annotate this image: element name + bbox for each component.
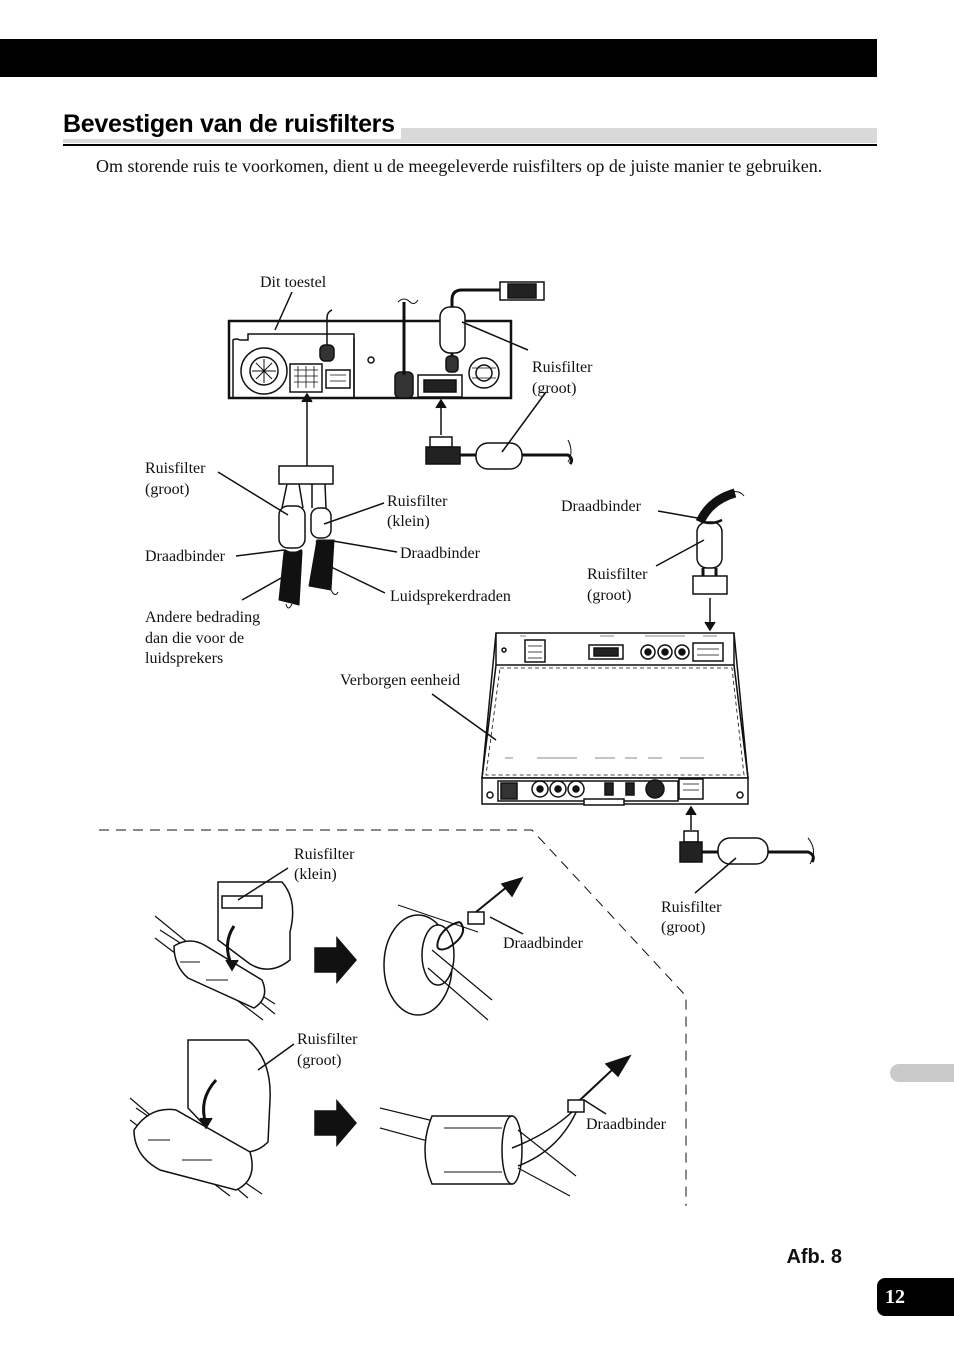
noise-filter-large <box>696 521 723 569</box>
step-arrow <box>314 935 357 985</box>
label-draadbinder: Draadbinder <box>561 498 642 515</box>
section-title: Bevestigen van de ruisfilters <box>63 110 401 139</box>
label-ruisfilter-groot: Ruisfilter <box>587 566 648 583</box>
section-tab <box>890 1064 954 1082</box>
label-ruisfilter-groot: Ruisfilter <box>661 899 722 916</box>
antenna-plug <box>319 344 335 362</box>
label-ruisfilter-klein: Ruisfilter <box>294 846 355 863</box>
page-number: 12 <box>877 1278 954 1316</box>
label-ruisfilter-klein-size: (klein) <box>387 513 430 530</box>
label-andere-bedrading: luidsprekers <box>145 650 223 667</box>
label-ruisfilter-groot-size: (groot) <box>145 481 189 498</box>
noise-filter-large <box>278 505 306 549</box>
antenna-cable <box>326 309 333 358</box>
label-ruisfilter-klein-size: (klein) <box>294 866 337 883</box>
small-filter-closed <box>383 876 524 1021</box>
label-draadbinder: Draadbinder <box>145 548 226 565</box>
label-andere-bedrading: Andere bedrading <box>145 609 260 626</box>
label-ruisfilter-groot: Ruisfilter <box>145 460 206 477</box>
label-luidsprekerdraden: Luidsprekerdraden <box>390 588 511 605</box>
label-andere-bedrading: dan die voor de <box>145 630 244 647</box>
label-dit-toestel: Dit toestel <box>260 274 327 291</box>
label-draadbinder: Draadbinder <box>586 1116 667 1133</box>
large-filter-closed <box>379 1054 632 1197</box>
label-ruisfilter-groot: Ruisfilter <box>297 1031 358 1048</box>
label-verborgen-eenheid: Verborgen eenheid <box>340 672 460 689</box>
label-draadbinder: Draadbinder <box>503 935 584 952</box>
label-ruisfilter-groot-size: (groot) <box>532 380 576 397</box>
noise-filter-large <box>439 306 466 354</box>
large-filter-open <box>129 1039 271 1199</box>
label-draadbinder: Draadbinder <box>400 545 481 562</box>
noise-filter-large <box>717 837 769 865</box>
label-ruisfilter-groot-size: (groot) <box>297 1052 341 1069</box>
head-unit <box>227 319 513 400</box>
figure-caption: Afb. 8 <box>786 1246 842 1268</box>
noise-filter-large <box>475 442 523 470</box>
label-ruisfilter-groot-size: (groot) <box>661 919 705 936</box>
heading-rule <box>63 144 877 146</box>
label-ruisfilter-groot-size: (groot) <box>587 587 631 604</box>
hidden-unit <box>481 632 749 806</box>
small-filter-open <box>154 881 294 1021</box>
step-arrow <box>314 1098 357 1148</box>
header-bar <box>0 39 877 77</box>
label-ruisfilter-klein: Ruisfilter <box>387 493 448 510</box>
label-ruisfilter-groot: Ruisfilter <box>532 359 593 376</box>
intro-paragraph: Om storende ruis te voorkomen, dient u d… <box>96 156 823 176</box>
noise-filter-small <box>310 507 332 539</box>
